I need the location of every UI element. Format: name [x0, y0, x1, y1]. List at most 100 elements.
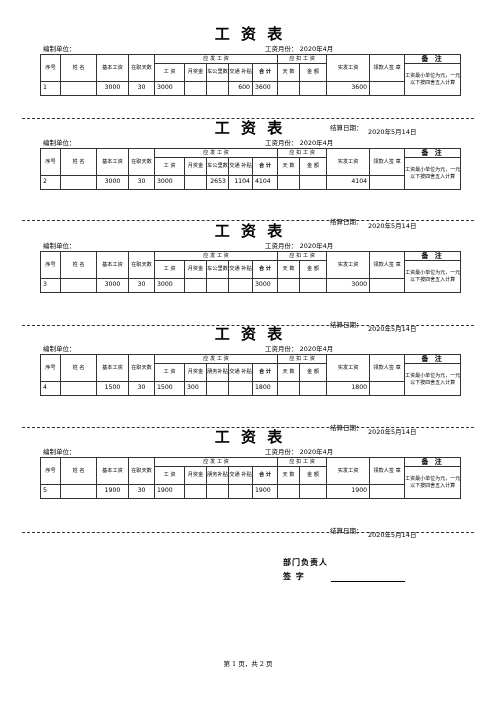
seq-cell: 5 [40, 484, 61, 499]
col-deduct-header: 应 扣 工 资 [277, 251, 328, 261]
slip-title: 工 资 表 [214, 222, 286, 240]
col-deduct-header: 应 扣 工 资 [277, 148, 328, 158]
salary-slip: 工 资 表编制单位：工资月份： 2020年4月序号姓 名基本工资在职天数应 发 … [40, 119, 462, 230]
col-allowance-b-header: 交通 补贴 [228, 363, 253, 382]
col-remark-header: 备 注 [404, 54, 462, 64]
col-name-header: 姓 名 [60, 354, 97, 382]
cut-line [22, 325, 474, 326]
cut-line [22, 532, 474, 533]
col-payable-header: 应 发 工 资 [153, 457, 279, 467]
slip-title: 工 资 表 [214, 428, 286, 446]
settlement-date-label: 结算日期： [330, 424, 363, 432]
col-payable-header: 应 发 工 资 [153, 148, 279, 158]
allowance-b-cell: 600 [228, 81, 253, 96]
base-cell: 3000 [96, 81, 129, 96]
recipient-cell [369, 278, 406, 293]
total-cell: 1900 [251, 484, 279, 499]
col-days-header: 在职天数 [128, 251, 155, 279]
settlement-date: 2020年5月14日 [368, 428, 417, 436]
remark-note: 工资最小单位为元，一元以下按四舍五入计算 [404, 363, 462, 396]
col-recipient-header: 领款人签 章 [369, 354, 406, 382]
col-name-header: 姓 名 [60, 251, 97, 279]
allowance-b-cell: 1104 [228, 175, 253, 190]
days-cell: 30 [128, 81, 155, 96]
col-name-header: 姓 名 [60, 54, 97, 82]
col-allowance-a-header: 朋务补贴 [206, 363, 229, 382]
col-seq-header: 序号 [40, 251, 61, 279]
prepared-by-label: 编制单位： [43, 448, 76, 456]
salary-table: 序号姓 名基本工资在职天数应 发 工 资应 扣 工 资实发工资领款人签 章备 注… [40, 54, 462, 96]
col-remark-header: 备 注 [404, 354, 462, 364]
col-deduct-amount-header: 金 额 [299, 363, 328, 382]
signature-line [331, 581, 405, 582]
salary-table: 序号姓 名基本工资在职天数应 发 工 资应 扣 工 资实发工资领款人签 章备 注… [40, 148, 462, 190]
seq-cell: 4 [40, 381, 61, 396]
col-allowance-a-header: 车公里数 [206, 157, 229, 176]
col-payable-header: 应 发 工 资 [153, 54, 279, 64]
pay-month-label: 工资月份： 2020年4月 [265, 139, 334, 147]
slip-title: 工 资 表 [214, 119, 286, 137]
settlement-date: 2020年5月14日 [368, 128, 417, 136]
wage-cell: 1500 [154, 381, 185, 396]
col-name-header: 姓 名 [60, 148, 97, 176]
col-allowance-b-header: 交通 补贴 [228, 157, 253, 176]
col-allowance-a-header: 朋务补贴 [206, 466, 229, 485]
col-bonus-header: 月奖金 [184, 466, 207, 485]
wage-cell: 3000 [154, 81, 185, 96]
actual-cell: 3000 [326, 278, 371, 293]
name-cell [60, 484, 97, 499]
col-seq-header: 序号 [40, 457, 61, 485]
recipient-cell [369, 381, 406, 396]
col-deduct-days-header: 天 数 [277, 466, 301, 485]
col-wage-header: 工 资 [154, 363, 185, 382]
recipient-cell [369, 484, 406, 499]
allowance-a-cell [206, 484, 229, 499]
wage-cell: 1900 [154, 484, 185, 499]
col-wage-header: 工 资 [154, 466, 185, 485]
col-bonus-header: 月奖金 [184, 260, 207, 279]
deduct-amount-cell [299, 381, 328, 396]
seq-cell: 1 [40, 81, 61, 96]
col-payable-header: 应 发 工 资 [153, 251, 279, 261]
deduct-amount-cell [299, 175, 328, 190]
signature-label: 签 字 [283, 572, 305, 581]
col-recipient-header: 领款人签 章 [369, 148, 406, 176]
col-wage-header: 工 资 [154, 260, 185, 279]
prepared-by-label: 编制单位： [43, 45, 76, 53]
col-deduct-amount-header: 金 额 [299, 466, 328, 485]
col-wage-header: 工 资 [154, 157, 185, 176]
page-footer: 第 1 页，共 2 页 [223, 660, 273, 668]
col-bonus-header: 月奖金 [184, 157, 207, 176]
salary-slip: 工 资 表编制单位：工资月份： 2020年4月序号姓 名基本工资在职天数应 发 … [40, 428, 462, 539]
col-allowance-b-header: 交通 补贴 [228, 466, 253, 485]
settlement-date: 2020年5月14日 [368, 531, 417, 539]
wage-cell: 3000 [154, 175, 185, 190]
col-total-header: 合 计 [251, 63, 279, 82]
salary-slip: 工 资 表编制单位：工资月份： 2020年4月序号姓 名基本工资在职天数应 发 … [40, 26, 462, 136]
base-cell: 1900 [96, 484, 129, 499]
allowance-a-cell [206, 381, 229, 396]
name-cell [60, 81, 97, 96]
deduct-days-cell [277, 81, 301, 96]
col-base-header: 基本工资 [96, 354, 129, 382]
seq-cell: 3 [40, 278, 61, 293]
settlement-date: 2020年5月14日 [368, 222, 417, 230]
col-deduct-days-header: 天 数 [277, 157, 301, 176]
deduct-amount-cell [299, 81, 328, 96]
deduct-days-cell [277, 278, 301, 293]
bonus-cell [184, 81, 207, 96]
days-cell: 30 [128, 484, 155, 499]
col-total-header: 合 计 [251, 363, 279, 382]
prepared-by-label: 编制单位： [43, 242, 76, 250]
salary-table: 序号姓 名基本工资在职天数应 发 工 资应 扣 工 资实发工资领款人签 章备 注… [40, 251, 462, 293]
days-cell: 30 [128, 381, 155, 396]
department-head-label: 部门负责人 [283, 558, 328, 567]
col-actual-header: 实发工资 [326, 148, 371, 176]
col-total-header: 合 计 [251, 466, 279, 485]
col-seq-header: 序号 [40, 54, 61, 82]
col-deduct-header: 应 扣 工 资 [277, 54, 328, 64]
deduct-days-cell [277, 484, 301, 499]
